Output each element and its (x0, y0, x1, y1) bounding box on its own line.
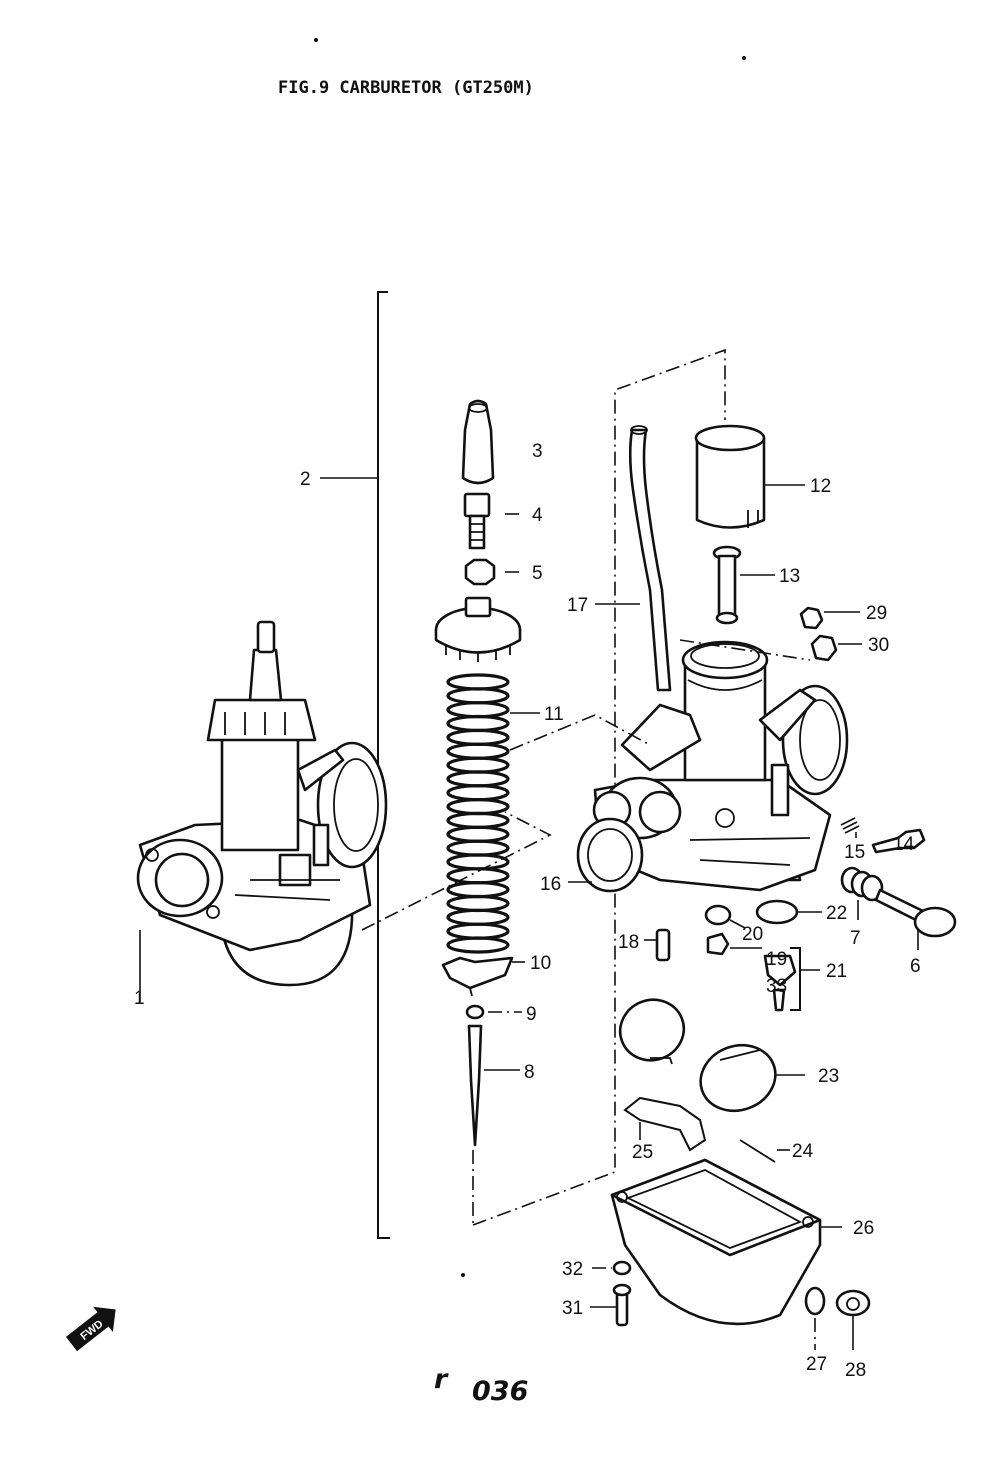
spring-coil (446, 853, 510, 871)
speck (742, 56, 746, 60)
callout-6: 6 (910, 956, 921, 977)
spring-coil (446, 728, 510, 747)
valve-seat-part-19 (706, 932, 730, 956)
spring-coil (446, 797, 510, 816)
spring-coil (446, 908, 510, 926)
callout-13: 13 (779, 566, 800, 587)
callout-15: 15 (844, 842, 865, 863)
callout-23: 23 (818, 1066, 839, 1087)
callout-labels: 1 2 3 4 5 6 7 8 9 10 11 12 13 14 15 16 1… (134, 441, 921, 1381)
dashline (472, 348, 726, 1226)
callout-11: 11 (544, 704, 564, 725)
spring-coil (446, 742, 510, 760)
spring-coil (446, 825, 510, 843)
callout-30: 30 (868, 635, 889, 656)
spring-coil (446, 839, 510, 857)
callout-26: 26 (853, 1218, 874, 1239)
leader-20 (729, 919, 746, 929)
spring-coil (446, 673, 510, 691)
pilot-screw-part-14 (871, 828, 926, 854)
page-mark: r (434, 1364, 449, 1395)
spring-coil (446, 770, 510, 788)
spring-coil (446, 701, 510, 719)
callout-29: 29 (866, 603, 887, 624)
lock-nut-part-5 (464, 558, 496, 586)
callout-12: 12 (810, 476, 831, 497)
washer-part-30 (810, 634, 838, 662)
vent-hose-part-17 (628, 428, 672, 692)
callout-28: 28 (845, 1360, 866, 1381)
callout-32: 32 (562, 1259, 583, 1280)
callout-2: 2 (300, 469, 311, 490)
callout-17: 17 (567, 595, 588, 616)
dashline (679, 639, 811, 661)
spring-coil (446, 936, 510, 954)
cable-cap-part-3 (461, 399, 495, 485)
float-part-23 (618, 998, 777, 1113)
spring-part-7 (840, 866, 884, 902)
callout-33: 33 (766, 976, 787, 997)
spring-coil (446, 880, 510, 899)
washer-part-32 (612, 1260, 632, 1276)
spring-coil (446, 756, 510, 774)
jet-needle-part-8 (467, 1024, 483, 1147)
spring-coil (446, 784, 510, 802)
spring-coil (446, 922, 510, 940)
callout-14: 14 (893, 834, 915, 855)
clip-part-9 (465, 1004, 485, 1020)
screw-part-31 (612, 1283, 632, 1327)
forward-arrow-icon: FWD (65, 1306, 116, 1352)
washer-part-20 (704, 904, 732, 926)
callout-1: 1 (134, 988, 145, 1009)
callout-24: 24 (792, 1141, 814, 1162)
gasket-part-27 (804, 1286, 826, 1316)
dashline (509, 714, 651, 751)
dashline (361, 811, 552, 931)
callout-10: 10 (530, 953, 551, 974)
callout-7: 7 (850, 928, 861, 949)
callout-20: 20 (742, 924, 763, 945)
float-pin-part-24 (739, 1139, 776, 1163)
pilot-jet-part-18 (655, 928, 671, 962)
spring-coil (446, 894, 510, 913)
callout-9: 9 (526, 1004, 537, 1025)
float-arm-part-25 (623, 1096, 707, 1152)
holder-part-13 (712, 545, 742, 625)
callout-19: 19 (766, 949, 787, 970)
callout-27: 27 (806, 1354, 827, 1375)
callout-3: 3 (532, 441, 543, 462)
speck (314, 38, 318, 42)
spring-coil (446, 687, 510, 705)
callout-4: 4 (532, 505, 543, 526)
nut-part-29 (799, 606, 824, 630)
float-bowl-part-26 (610, 1158, 822, 1326)
gasket-part-16 (576, 817, 644, 893)
callout-18: 18 (618, 932, 639, 953)
top-cap (434, 596, 522, 662)
speck (461, 1273, 465, 1277)
callout-21: 21 (826, 961, 847, 982)
needle-valve-part-21 (763, 947, 820, 1012)
callout-22: 22 (826, 903, 847, 924)
callout-5: 5 (532, 563, 543, 584)
page-number: 036 (472, 1376, 528, 1407)
plug-part-28 (835, 1289, 871, 1317)
callout-25: 25 (632, 1142, 653, 1163)
callout-16: 16 (540, 874, 561, 895)
throttle-stop-screw-part-6 (874, 888, 957, 938)
gasket-part-22 (755, 899, 799, 925)
spring-coil (446, 714, 510, 733)
carburetor-assembled-part-1 (136, 620, 388, 987)
spring-coil (446, 811, 510, 830)
throttle-spring-part-11 (446, 673, 510, 954)
callout-31: 31 (562, 1298, 583, 1319)
needle-retainer-part-10 (441, 956, 514, 997)
figure-title: FIG.9 CARBURETOR (GT250M) (278, 78, 534, 98)
spring-part-15 (840, 817, 860, 834)
throttle-valve-part-12 (694, 424, 766, 529)
callout-8: 8 (524, 1062, 535, 1083)
adjuster-bolt-part-4 (463, 492, 491, 550)
